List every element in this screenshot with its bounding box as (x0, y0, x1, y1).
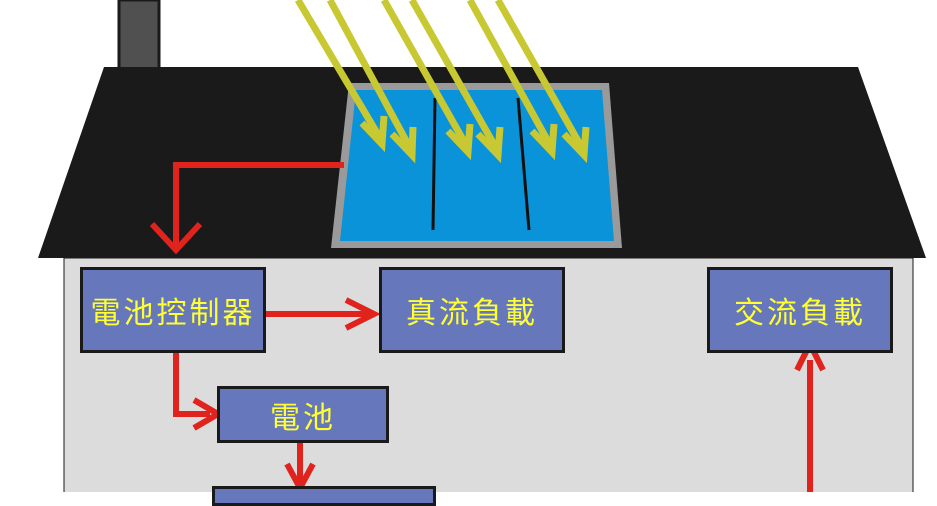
ac-load-box: 交流負載 (707, 267, 893, 353)
battery-controller-box: 電池控制器 (80, 267, 266, 353)
arrow-panel-to-controller (173, 162, 344, 248)
arrow-panel-to-controller-head (149, 221, 203, 255)
arrow-controller-to-dc-load-head (344, 297, 381, 331)
solar-panel-icon (331, 83, 622, 248)
arrow-controller-to-battery (173, 352, 210, 417)
inverter-box-partial (212, 486, 436, 506)
chimney-icon (117, 0, 161, 72)
sun-ray-arrows-icon (294, 0, 590, 164)
battery-box: 電池 (217, 386, 389, 443)
dc-load-box: 真流負載 (379, 267, 565, 353)
solar-house-diagram (38, 0, 926, 492)
